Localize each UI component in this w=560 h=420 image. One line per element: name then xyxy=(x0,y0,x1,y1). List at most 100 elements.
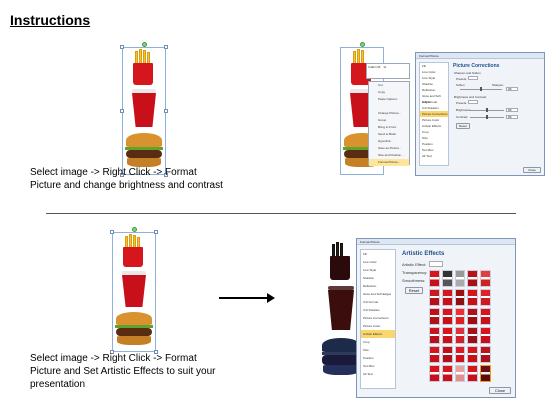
minibar-size[interactable]: 11 xyxy=(383,65,387,69)
nav-fill[interactable]: Fill xyxy=(363,252,367,256)
effect-option[interactable] xyxy=(467,327,479,344)
effect-option[interactable] xyxy=(454,308,466,325)
reset-button-2[interactable]: Reset xyxy=(405,287,423,294)
artistic-effect-dropdown[interactable] xyxy=(429,261,443,267)
presets-dropdown[interactable] xyxy=(468,76,478,80)
rotation-handle[interactable] xyxy=(142,42,147,47)
fastfood-image-3[interactable] xyxy=(110,227,158,354)
nav-position[interactable]: Position xyxy=(422,142,433,146)
menu-item-size-position[interactable]: Size and Position... xyxy=(378,153,404,157)
nav-fill[interactable]: Fill xyxy=(422,64,426,68)
effect-option[interactable] xyxy=(467,270,479,287)
effect-option[interactable] xyxy=(441,346,453,363)
brightness-value[interactable]: 0% xyxy=(506,108,518,112)
effect-option[interactable] xyxy=(429,346,440,363)
nav-line-style[interactable]: Line Style xyxy=(422,76,436,80)
close-button-2[interactable]: Close xyxy=(489,387,511,394)
menu-item-save-picture[interactable]: Save as Picture... xyxy=(378,146,402,150)
effect-option[interactable] xyxy=(429,289,440,306)
nav-line-color[interactable]: Line Color xyxy=(363,260,377,264)
nav-position[interactable]: Position xyxy=(363,356,374,360)
effect-option[interactable] xyxy=(429,308,440,325)
menu-item-copy[interactable]: Copy xyxy=(378,90,386,94)
brightness-presets-dropdown[interactable] xyxy=(468,100,478,104)
effect-option[interactable] xyxy=(454,327,466,344)
effect-option[interactable] xyxy=(480,327,491,344)
fastfood-image-4[interactable] xyxy=(322,240,360,380)
rotation-handle[interactable] xyxy=(132,227,137,232)
resize-handle-ml[interactable] xyxy=(120,109,124,113)
nav-glow[interactable]: Glow and Soft Edges xyxy=(422,94,441,104)
effect-option[interactable] xyxy=(429,270,440,287)
rotation-handle[interactable] xyxy=(360,42,365,47)
nav-reflection[interactable]: Reflection xyxy=(363,284,377,288)
resize-handle-mr[interactable] xyxy=(164,109,168,113)
nav-crop[interactable]: Crop xyxy=(363,340,370,344)
resize-handle-tl[interactable] xyxy=(120,45,124,49)
effect-option[interactable] xyxy=(480,365,491,382)
context-menu[interactable]: Cut Copy Paste Options: Change Picture..… xyxy=(368,81,410,166)
nav-3d-format[interactable]: 3-D Format xyxy=(363,300,379,304)
contrast-value[interactable]: 0% xyxy=(506,115,518,119)
resize-handle-br[interactable] xyxy=(164,173,168,177)
effect-option[interactable] xyxy=(454,346,466,363)
brightness-slider[interactable] xyxy=(470,108,504,112)
mini-toolbar[interactable]: Calibri (B 11 xyxy=(366,63,410,79)
contrast-slider[interactable] xyxy=(470,115,504,119)
menu-item-format-picture[interactable]: Format Picture... xyxy=(369,159,409,166)
nav-alt-text[interactable]: Alt Text xyxy=(422,154,432,158)
nav-size[interactable]: Size xyxy=(363,348,369,352)
format-picture-dialog-1[interactable]: Format Picture Fill Line Color Line Styl… xyxy=(415,52,545,176)
nav-size[interactable]: Size xyxy=(422,136,428,140)
nav-picture-color[interactable]: Picture Color xyxy=(363,324,381,328)
effect-option[interactable] xyxy=(467,346,479,363)
menu-item-send-back[interactable]: Send to Back xyxy=(378,132,396,136)
nav-3d-rotation[interactable]: 3-D Rotation xyxy=(422,106,439,110)
resize-handle-tr[interactable] xyxy=(154,230,158,234)
resize-handle-tl[interactable] xyxy=(110,230,114,234)
effect-option[interactable] xyxy=(454,365,466,382)
effect-option[interactable] xyxy=(480,270,491,287)
effect-option[interactable] xyxy=(441,365,453,382)
nav-crop[interactable]: Crop xyxy=(422,130,429,134)
menu-item-hyperlink[interactable]: Hyperlink... xyxy=(378,139,394,143)
nav-text-box[interactable]: Text Box xyxy=(363,364,375,368)
nav-3d-rotation[interactable]: 3-D Rotation xyxy=(363,308,380,312)
sharpen-value[interactable]: 0% xyxy=(506,87,518,91)
effect-option[interactable] xyxy=(441,327,453,344)
dialog1-nav[interactable]: Fill Line Color Line Style Shadow Reflec… xyxy=(419,62,449,166)
effect-option[interactable] xyxy=(467,308,479,325)
sharpen-slider[interactable] xyxy=(460,87,502,91)
menu-item-paste-icons[interactable] xyxy=(369,103,409,110)
nav-shadow[interactable]: Shadow xyxy=(422,82,433,86)
nav-glow[interactable]: Glow and Soft Edges xyxy=(363,292,392,296)
nav-line-style[interactable]: Line Style xyxy=(363,268,377,272)
close-button-1[interactable]: Close xyxy=(523,167,541,173)
minibar-font[interactable]: Calibri (B xyxy=(368,65,381,69)
nav-text-box[interactable]: Text Box xyxy=(422,148,434,152)
effect-option[interactable] xyxy=(480,289,491,306)
nav-reflection[interactable]: Reflection xyxy=(422,88,436,92)
menu-item-cut[interactable]: Cut xyxy=(378,83,383,87)
effect-option[interactable] xyxy=(429,327,440,344)
nav-shadow[interactable]: Shadow xyxy=(363,276,374,280)
menu-item-change-picture[interactable]: Change Picture... xyxy=(378,111,402,115)
nav-picture-corrections[interactable]: Picture Corrections xyxy=(420,111,448,117)
effect-option[interactable] xyxy=(454,270,466,287)
nav-line-color[interactable]: Line Color xyxy=(422,70,436,74)
menu-item-paste-options[interactable]: Paste Options: xyxy=(378,97,398,101)
fastfood-image-1[interactable] xyxy=(120,42,168,177)
reset-button-1[interactable]: Reset xyxy=(456,123,470,129)
nav-artistic-effects[interactable]: Artistic Effects xyxy=(361,330,395,338)
nav-picture-corrections[interactable]: Picture Corrections xyxy=(363,316,389,320)
format-picture-dialog-2[interactable]: Format Picture Fill Line Color Line Styl… xyxy=(356,238,516,398)
effect-option[interactable] xyxy=(441,289,453,306)
nav-artistic-effects[interactable]: Artistic Effects xyxy=(422,124,441,128)
effect-option[interactable] xyxy=(467,289,479,306)
effect-option[interactable] xyxy=(480,346,491,363)
nav-3d-format[interactable]: 3-D Format xyxy=(422,100,438,104)
resize-handle-tr[interactable] xyxy=(164,45,168,49)
effect-option[interactable] xyxy=(454,289,466,306)
nav-picture-color[interactable]: Picture Color xyxy=(422,118,440,122)
effect-option[interactable] xyxy=(441,308,453,325)
